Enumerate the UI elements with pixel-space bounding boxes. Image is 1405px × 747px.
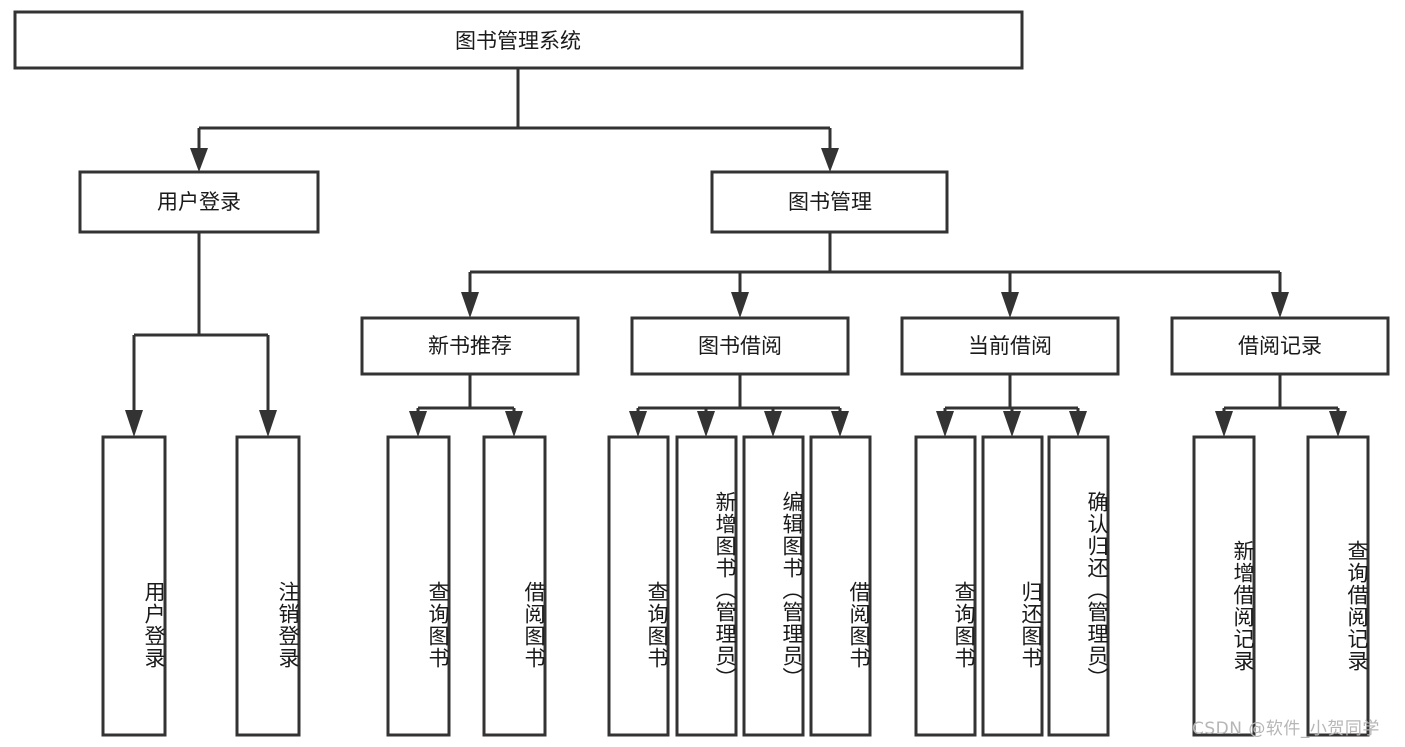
node-box-book-borrow[interactable]	[630, 316, 850, 376]
arrow-head-new-book	[461, 292, 479, 318]
node-box-leaf-borrow-record-1[interactable]	[1192, 435, 1256, 737]
arrow-head-leaf-borrow-record-1	[1215, 411, 1233, 437]
node-label-user-login: 用户登录	[157, 190, 241, 214]
node-box-leaf-current-borrow-3[interactable]	[1047, 435, 1110, 737]
node-label-new-book-recommend: 新书推荐	[428, 334, 512, 358]
node-label-borrow-record: 借阅记录	[1238, 334, 1322, 358]
node-box-leaf-borrow-record-2[interactable]	[1306, 435, 1370, 737]
arrow-head-leaf-new-book-1	[409, 411, 427, 437]
arrow-head-borrow-record	[1271, 292, 1289, 318]
node-label-current-borrow: 当前借阅	[968, 334, 1052, 358]
node-label-root: 图书管理系统	[455, 29, 581, 53]
node-box-leaf-book-borrow-4[interactable]	[809, 435, 872, 737]
node-label-book-borrow: 图书借阅	[698, 334, 782, 358]
arrow-head-leaf-new-book-2	[505, 411, 523, 437]
node-box-leaf-new-book-1[interactable]	[386, 435, 451, 737]
node-label-book-mgmt: 图书管理	[788, 190, 872, 214]
arrow-head-user-login	[190, 148, 208, 172]
node-box-root[interactable]	[13, 10, 1024, 70]
arrow-head-leaf-borrow-record-2	[1329, 411, 1347, 437]
node-box-leaf-new-book-2[interactable]	[482, 435, 547, 737]
node-box-leaf-user-login-1[interactable]	[101, 435, 167, 737]
arrow-head-leaf-current-borrow-3	[1069, 411, 1087, 437]
node-box-leaf-user-login-2[interactable]	[235, 435, 301, 737]
node-box-leaf-current-borrow-2[interactable]	[981, 435, 1044, 737]
node-box-book-mgmt[interactable]	[710, 170, 949, 234]
arrow-head-leaf-user-login-1	[125, 410, 143, 437]
arrow-head-book-borrow	[731, 292, 749, 318]
node-box-leaf-book-borrow-1[interactable]	[607, 435, 670, 737]
node-box-leaf-book-borrow-3[interactable]	[742, 435, 805, 737]
node-box-borrow-record[interactable]	[1170, 316, 1390, 376]
node-box-leaf-current-borrow-1[interactable]	[914, 435, 977, 737]
arrow-head-book-mgmt	[821, 148, 839, 172]
arrow-head-leaf-current-borrow-1	[936, 411, 954, 437]
arrow-head-leaf-book-borrow-2	[697, 411, 715, 437]
arrow-head-leaf-user-login-2	[259, 410, 277, 437]
arrow-head-leaf-book-borrow-1	[629, 411, 647, 437]
node-box-new-book-recommend[interactable]	[360, 316, 580, 376]
node-box-current-borrow[interactable]	[900, 316, 1120, 376]
arrow-head-leaf-current-borrow-2	[1003, 411, 1021, 437]
arrow-head-leaf-book-borrow-3	[764, 411, 782, 437]
csdn-watermark: CSDN @软件_小贺同学	[1192, 719, 1380, 739]
node-box-leaf-book-borrow-2[interactable]	[675, 435, 738, 737]
arrow-head-leaf-book-borrow-4	[831, 411, 849, 437]
arrow-head-current-borrow	[1001, 292, 1019, 318]
